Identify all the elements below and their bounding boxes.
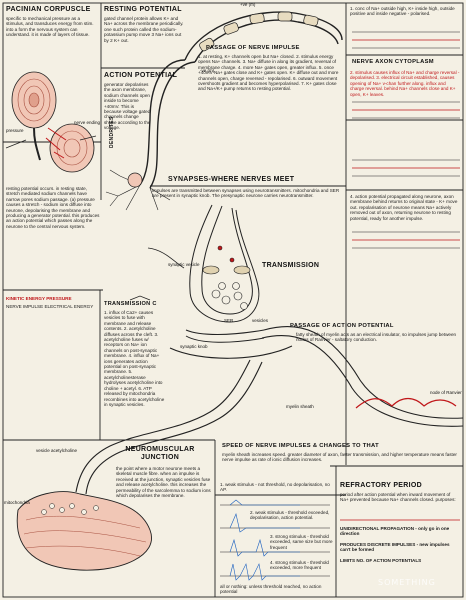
mitochondria-label: mitochondria (4, 500, 30, 505)
neuromuscular-junction-diagram (16, 491, 152, 571)
right-intro: 1. conc of Na+ outside high, K+ inside h… (350, 6, 455, 17)
graph-caption-3: 3. strong stimulus - threshold exceeded,… (270, 534, 333, 550)
synapse-body: impulses are transmitted between synapse… (152, 188, 340, 199)
right-propagation: 4. action potential propagated along neu… (350, 194, 458, 221)
graph-caption-1: 1. weak stimulus - not threshold, no dep… (220, 482, 330, 493)
synapse-diagram (169, 204, 293, 359)
transmission-body: 1. influx of Ca2+ causes vesicles to fus… (104, 310, 165, 407)
right-steps: 2. stimulus causes influx of Na+ and cha… (350, 70, 460, 97)
nmj-title: NEUROMUSCULAR JUNCTION (125, 446, 195, 461)
cytoplasm-title: NERVE AXON CYTOPLASM (352, 59, 434, 65)
myelin-sheath-label: myelin sheath (286, 404, 314, 409)
vesicles-label: vesicles (252, 318, 269, 323)
pacinian-resting-text: resting potential occurs. in resting sta… (6, 186, 100, 229)
speed-title: SPEED OF NERVE IMPULSES & CHANGES TO THA… (222, 443, 379, 449)
vesicle-acetylcholine-label: vesicle acetylcholine (36, 448, 78, 453)
action-body: generator depolarises the axon membrane,… (104, 82, 151, 131)
dendrites-label: DENDRITES (109, 116, 115, 148)
all-or-nothing-text: all or nothing: unless threshold reached… (220, 584, 322, 595)
ve-in-label: -ve (m) (200, 68, 215, 73)
pressure-label: pressure (6, 128, 24, 133)
passage-ap-title: PASSAGE OF ACTION POTENTIAL (290, 323, 394, 329)
transmission-title: TRANSMISSION (262, 262, 320, 269)
graph-caption-2: 2. weak stimulus - threshold exceeded, d… (250, 510, 330, 521)
passage-body: 1. at resting, K+ channels open but Na+ … (198, 54, 339, 92)
transmission-subtitle: TRANSMISSION C (104, 301, 157, 307)
passage-title: PASSAGE OF NERVE IMPULSE (206, 45, 300, 51)
nerve-impulse-text: NERVE IMPULSE ELECTRICAL ENERGY (6, 304, 94, 309)
synapse-title: SYNAPSES-WHERE NERVES MEET (168, 176, 295, 183)
myelinated-axon (261, 326, 464, 427)
graph-caption-4: 4. strong stimulus - threshold exceeded,… (270, 560, 329, 571)
resting-body: gated channel protein allows K+ and Na+ … (104, 16, 184, 43)
pacinian-title: PACINIAN CORPUSCLE (6, 6, 91, 13)
pacinian-corpuscle-diagram (5, 71, 97, 173)
passage-ap-body: fatty sheath of myelin acts as an electr… (296, 332, 457, 343)
synaptic-knob-label: synaptic knob (180, 344, 208, 349)
refractory-graphs (220, 499, 330, 581)
resting-title: RESTING POTENTIAL (104, 6, 182, 13)
ser-label: SER (224, 318, 234, 323)
refractory-body: period after action potential when inwar… (340, 492, 456, 503)
refractory-title: REFRACTORY PERIOD (340, 482, 422, 489)
synaptic-vesicles (202, 265, 251, 310)
action-title: ACTION POTENTIAL (104, 72, 178, 79)
refractory-item-1: UNIDIRECTIONAL PROPAGATION - only go in … (340, 526, 450, 537)
nmj-body: the point where a motor neurone meets a … (116, 466, 211, 499)
pacinian-body: specific to mechanical pressure as a sti… (6, 16, 94, 38)
nodes-of-ranvier (199, 11, 319, 52)
speed-body: myelin sheath increases speed. greater d… (222, 452, 457, 463)
synaptic-vesicle-label: synaptic vesicle (168, 262, 200, 267)
refractory-item-2: PRODUCES DISCRETE IMPULSES - new impulse… (340, 542, 450, 553)
watermark: SOMETHING (378, 578, 436, 587)
refractory-item-3: LIMITS NO. OF ACTION POTENTIALS (340, 558, 422, 563)
node-of-ranvier-label: node of Ranvier (430, 390, 462, 395)
ve-out-label: +ve (m) (240, 2, 256, 7)
kinetic-energy-text: KINETIC ENERGY PRESSURE (6, 296, 72, 301)
nerve-ending-label: nerve ending (74, 120, 101, 125)
